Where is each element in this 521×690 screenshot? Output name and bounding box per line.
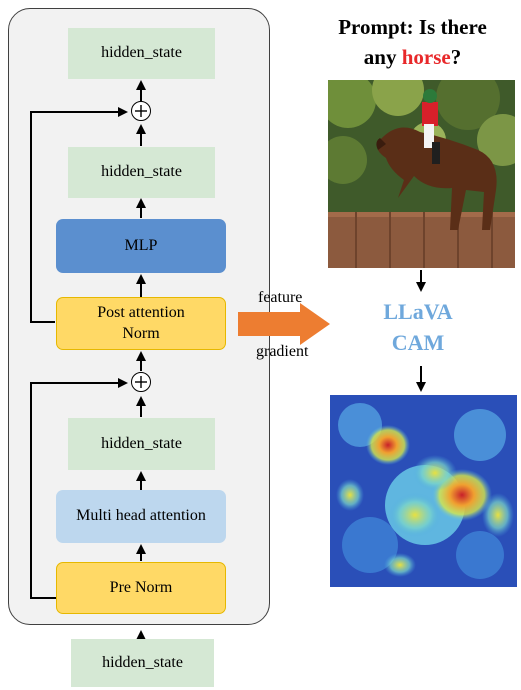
feature-label: feature [258,289,303,306]
plus-icon [135,105,147,117]
horse-photo [328,80,515,268]
plus-icon [135,376,147,388]
add-node-lower [131,372,151,392]
feature-gradient-arrow [238,303,330,345]
prompt-word-any: any [363,45,402,70]
llava-cam-label: LLaVA CAM [318,297,518,359]
input-hidden-state: hidden_state [71,639,214,687]
cam-heatmap [330,395,517,587]
prompt-question-mark: ? [450,45,462,70]
llava-label-line2: CAM [391,329,445,355]
prompt-highlight: horse [401,45,451,70]
multi-head-attention-block: Multi head attention [56,490,226,543]
horse-image-illustration [328,80,515,268]
post-norm-label-line1: Post attention [97,303,185,321]
gradient-label: gradient [256,343,309,360]
residual-arrow-upper [30,107,128,323]
post-attention-norm-block: Post attention Norm [56,297,226,350]
prompt-title: Prompt: Is there any horse? [305,12,520,73]
prompt-line2: any horse? [305,42,520,72]
mlp-block: MLP [56,219,226,273]
add-node-upper [131,101,151,121]
llava-label-line1: LLaVA [383,299,453,324]
pre-norm-block: Pre Norm [56,562,226,614]
cam-heatmap-illustration [330,395,517,587]
post-norm-label-line2: Norm [122,324,160,342]
attention-hidden-state: hidden_state [68,418,215,470]
output-hidden-state: hidden_state [68,28,215,79]
prompt-line1: Prompt: Is there [338,15,487,39]
mlp-hidden-state: hidden_state [68,147,215,198]
